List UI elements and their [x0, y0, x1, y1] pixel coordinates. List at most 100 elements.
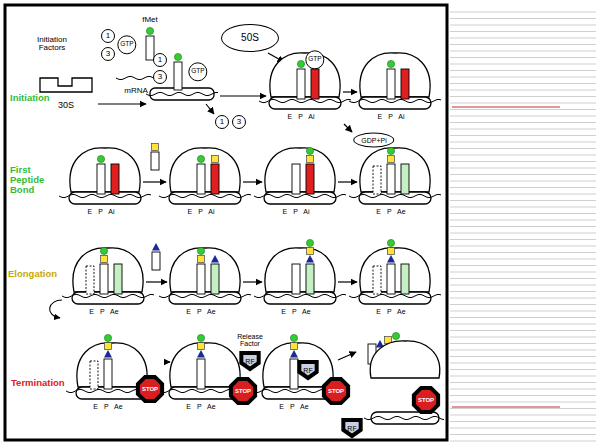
ruled-line — [450, 187, 596, 188]
ruled-line — [450, 181, 596, 182]
amino-acid-square — [307, 248, 314, 255]
trna — [373, 166, 381, 194]
trna — [197, 264, 205, 294]
fmet-bead — [100, 247, 107, 254]
amino-acid-square — [198, 343, 205, 350]
factor-circle: 3 — [101, 47, 115, 61]
octagon-outline — [324, 379, 348, 403]
ribosome — [66, 334, 158, 399]
ruled-line — [450, 135, 596, 136]
initiator-trna — [146, 27, 154, 60]
ruled-line — [450, 90, 596, 91]
ribosome — [159, 334, 251, 399]
trna — [401, 264, 409, 294]
trna — [292, 164, 300, 194]
fmet-bead — [97, 155, 104, 162]
fmet-bead — [197, 155, 204, 162]
ruled-line — [450, 369, 596, 370]
release-factor: RF — [299, 362, 316, 378]
ruled-line — [450, 298, 596, 299]
part-label: fMet — [142, 16, 158, 24]
part-label: Release Factor — [228, 333, 272, 348]
ruled-line — [450, 213, 596, 214]
part-label: mRNA — [124, 87, 148, 95]
site-labels: E P Ae — [89, 308, 118, 315]
ruled-line — [450, 304, 596, 305]
ruled-line — [450, 148, 596, 149]
ruled-line — [450, 343, 596, 344]
red-rule — [452, 406, 560, 407]
ruled-line — [450, 142, 596, 143]
small-subunit-30s — [40, 78, 92, 92]
ruled-line — [450, 12, 596, 13]
node-text: GTP — [308, 57, 321, 64]
ruled-line — [450, 428, 596, 429]
step-arrow — [164, 361, 170, 362]
fmet-bead — [197, 334, 204, 341]
site-labels: E P Ae — [376, 308, 405, 315]
trna — [104, 359, 112, 389]
amino-acid-square — [388, 156, 395, 163]
ruled-line — [450, 129, 596, 130]
ruled-line — [450, 285, 596, 286]
ruled-line — [450, 421, 596, 422]
step-arrow — [146, 281, 167, 282]
node-text: GDP+Pi — [361, 137, 386, 144]
amino-acid-triangle — [197, 350, 205, 358]
octagon-outline — [414, 388, 438, 412]
mrna — [146, 92, 218, 95]
site-labels: E P Ae — [186, 308, 215, 315]
ruled-line — [450, 317, 596, 318]
node-text: RF — [303, 367, 312, 374]
fmet-bead — [306, 147, 313, 154]
site-labels: E P Ae — [281, 308, 310, 315]
node-text: 1 — [106, 32, 110, 40]
fmet-bead — [387, 239, 394, 246]
ribosome — [62, 247, 154, 304]
trna — [197, 359, 205, 389]
trna — [387, 164, 395, 194]
mrna — [59, 194, 151, 197]
node-text: 1 — [158, 56, 162, 64]
trna — [197, 164, 205, 194]
ribosome — [254, 147, 346, 204]
fmet-bead — [387, 147, 394, 154]
ruled-line — [450, 31, 596, 32]
pentagon-outline — [299, 362, 316, 378]
pentagon-outline — [241, 353, 258, 369]
step-arrow — [206, 104, 214, 114]
site-labels: E P Ae — [376, 208, 405, 215]
ribosome — [159, 148, 251, 204]
ruled-line — [450, 109, 596, 110]
ribosome — [349, 53, 441, 109]
ruled-line — [450, 337, 596, 338]
trna — [152, 252, 160, 270]
site-labels: E P Ae — [93, 403, 122, 410]
octagon-outline — [138, 377, 162, 401]
ruled-line — [450, 272, 596, 273]
step-arrow — [338, 281, 357, 282]
dissociated-ribosome — [364, 341, 444, 424]
fmet-bead — [146, 27, 153, 34]
factor-circle: 3 — [232, 115, 246, 129]
row-heading: Elongation — [8, 269, 57, 279]
amino-acid-square — [388, 248, 395, 255]
fmet-bead — [174, 53, 181, 60]
amino-acid-square — [212, 156, 219, 163]
step-arrow — [220, 95, 266, 96]
fmet-bead — [392, 332, 399, 339]
trna — [174, 62, 182, 90]
trna — [373, 266, 381, 294]
row-heading: Termination — [11, 378, 65, 388]
ruled-line — [450, 402, 596, 403]
small-subunit — [40, 78, 92, 92]
trna — [211, 164, 219, 194]
stop-text: STOP — [235, 388, 251, 394]
incoming-trna — [151, 144, 159, 171]
fmet-bead — [306, 239, 313, 246]
amino-acid-square — [101, 256, 108, 263]
red-rule — [452, 106, 560, 107]
